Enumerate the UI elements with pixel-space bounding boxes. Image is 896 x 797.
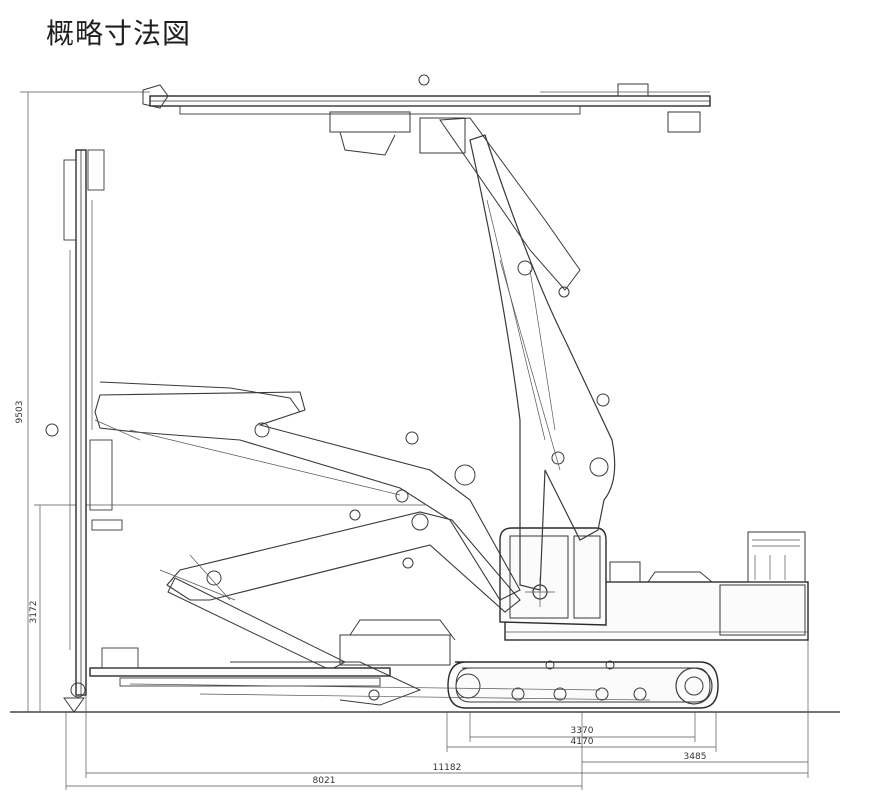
page-title: 概略寸法図 (46, 17, 192, 50)
crawler-track (447, 660, 719, 709)
dimension-boom-reach: 8021 (65, 712, 583, 790)
label-3172: 3172 (29, 601, 39, 624)
mast-bottom (89, 619, 651, 706)
slew-center (525, 577, 555, 607)
label-11182: 11182 (433, 763, 462, 773)
mast-vertical (45, 149, 123, 713)
boom-lower-position (159, 509, 521, 671)
dimension-total-length: 11182 (85, 690, 808, 778)
mast-top (142, 74, 711, 156)
dimension-height-lower: 3172 (29, 504, 425, 712)
label-9503: 9503 (15, 401, 25, 424)
dimension-height-total: 9503 (15, 91, 150, 712)
boom-middle-position (94, 381, 521, 601)
label-3485: 3485 (684, 752, 707, 762)
operator-cab (499, 527, 607, 626)
label-8021: 8021 (313, 776, 336, 786)
boom-upper-position (439, 117, 616, 591)
